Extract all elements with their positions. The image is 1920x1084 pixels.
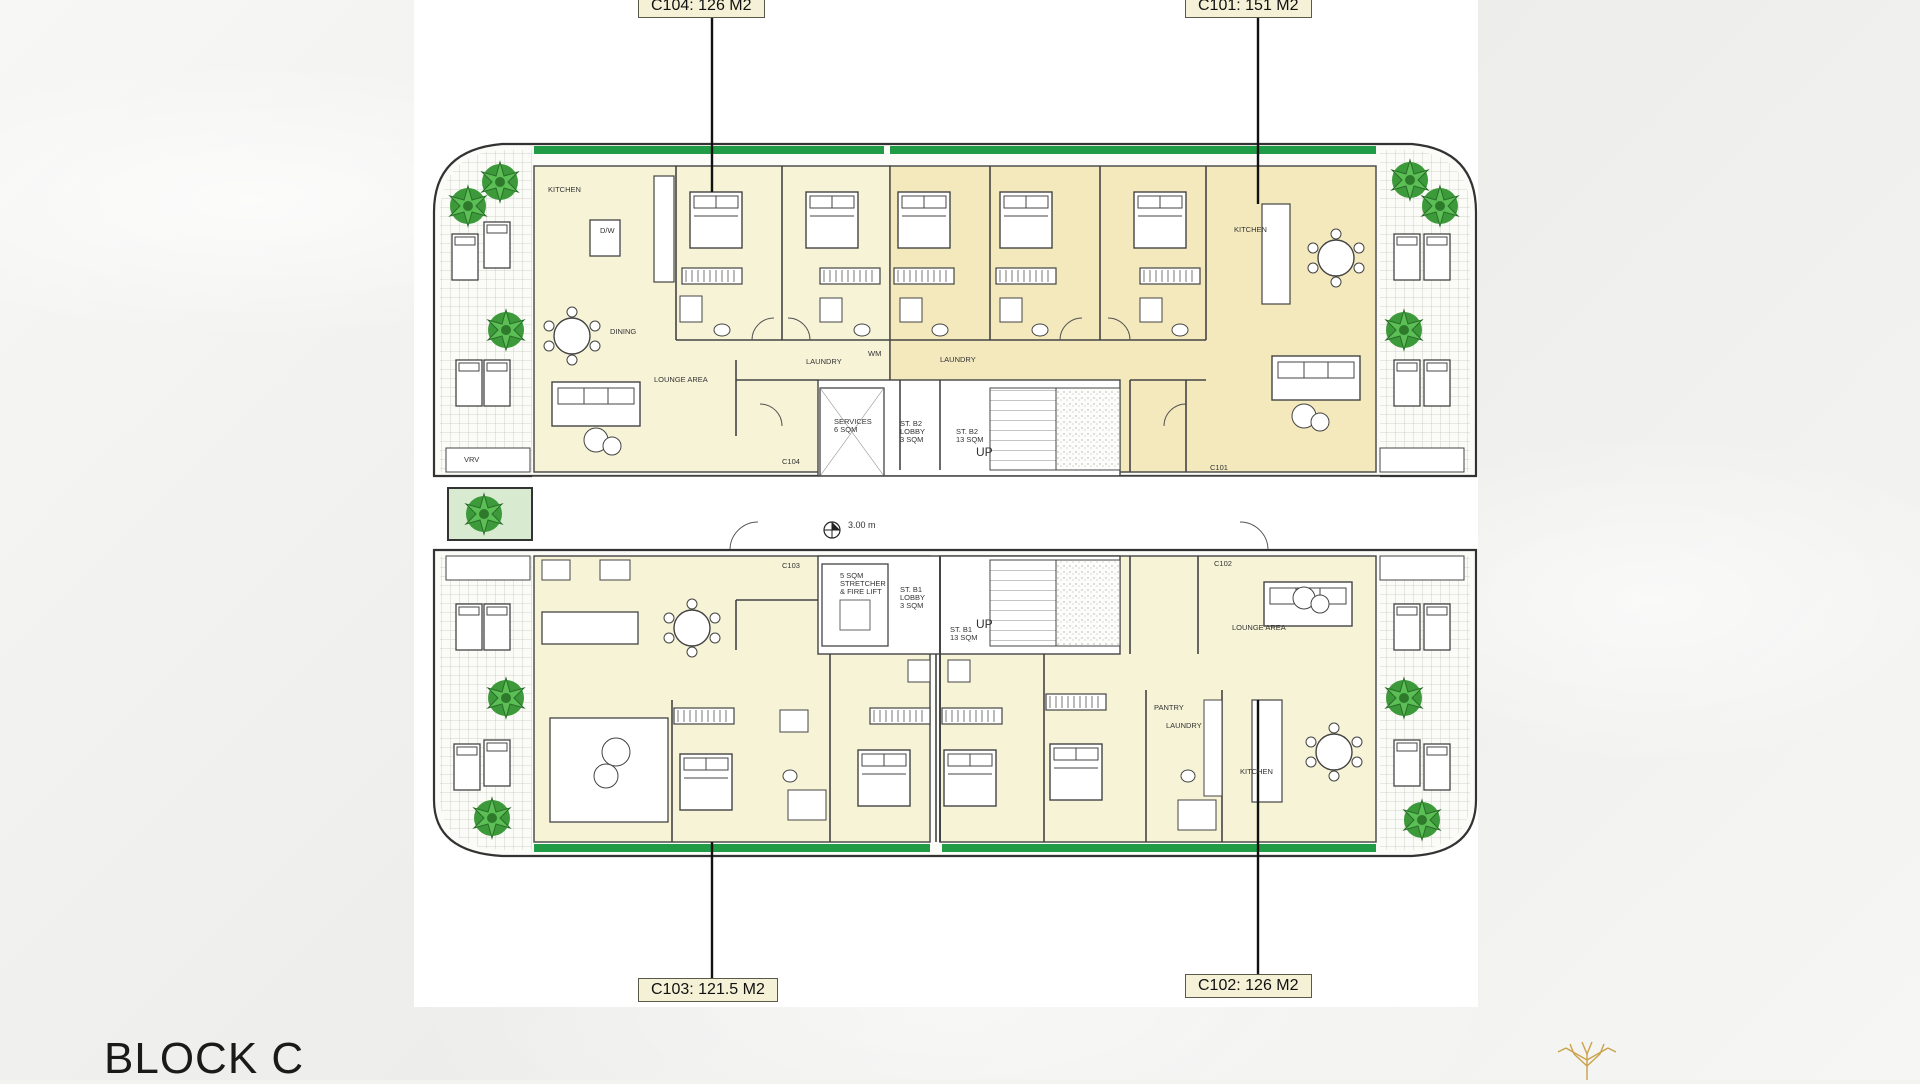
label-door-c101: C101: [1210, 463, 1228, 472]
label-pantry: PANTRY: [1154, 703, 1184, 712]
label-door-c102: C102: [1214, 559, 1232, 568]
lower-wing: [432, 548, 1478, 858]
corridor: [447, 475, 1380, 551]
label-dw: D/W: [600, 226, 616, 235]
tree-logo-icon: [1557, 1041, 1617, 1080]
label-vrv: VRV: [464, 455, 479, 464]
label-door-c104: C104: [782, 457, 800, 466]
label-up-b1: UP: [976, 617, 993, 631]
label-laundry-1: LAUNDRY: [806, 357, 842, 366]
label-up-b2: UP: [976, 445, 993, 459]
leader-lines: [710, 18, 1260, 978]
unit-tag-c103: C103: 121.5 M2: [638, 978, 778, 1002]
label-laundry-3: LAUNDRY: [1166, 721, 1202, 730]
label-wm: WM: [868, 349, 881, 358]
label-lounge-c102: LOUNGE AREA: [1232, 623, 1286, 632]
label-kitchen-c102: KITCHEN: [1240, 767, 1273, 776]
unit-tag-c101: C101: 151 M2: [1185, 0, 1312, 18]
label-laundry-2: LAUNDRY: [940, 355, 976, 364]
label-kitchen-c101: KITCHEN: [1234, 225, 1267, 234]
unit-tag-c104: C104: 126 M2: [638, 0, 765, 18]
unit-tag-c102: C102: 126 M2: [1185, 974, 1312, 998]
label-lounge-c104: LOUNGE AREA: [654, 375, 708, 384]
label-corridor-width: 3.00 m: [848, 520, 876, 530]
label-door-c103: C103: [782, 561, 800, 570]
upper-wing: [432, 142, 1478, 478]
page-title: BLOCK C: [104, 1034, 305, 1083]
label-kitchen-c104: KITCHEN: [548, 185, 581, 194]
compass-icon: [823, 521, 841, 539]
label-dining-c104: DINING: [610, 327, 636, 336]
